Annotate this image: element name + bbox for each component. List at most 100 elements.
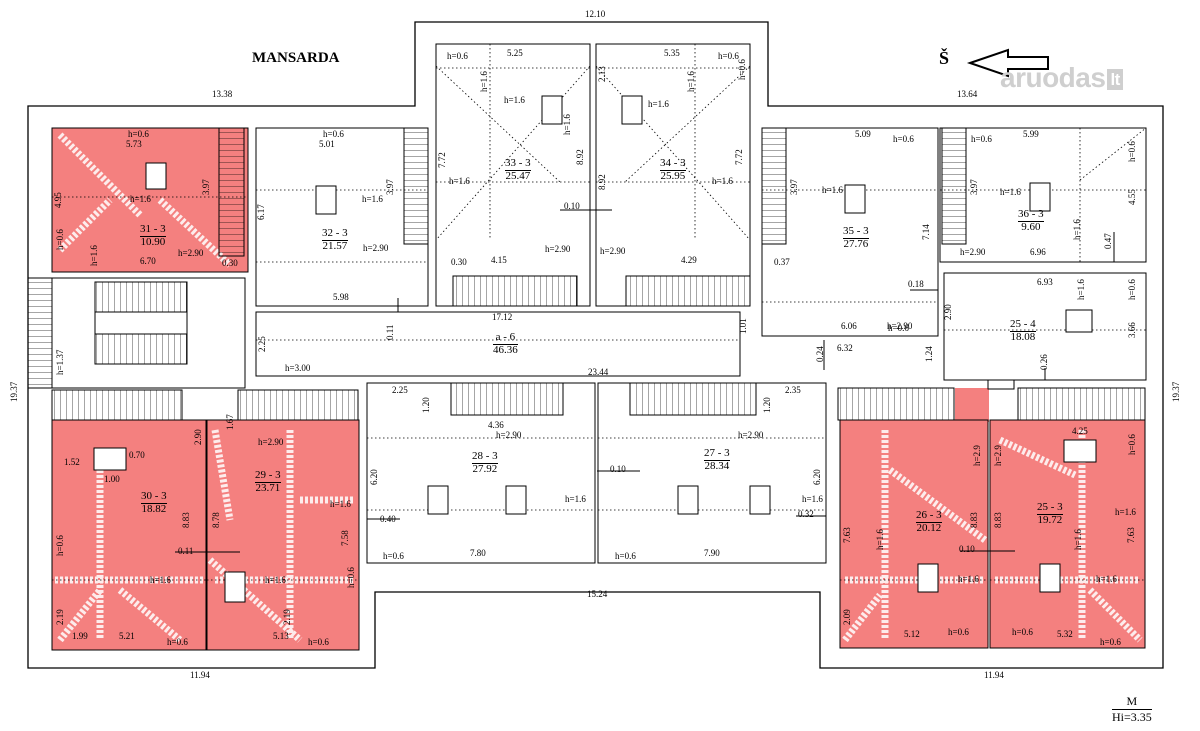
height-mark: h=2.90 xyxy=(545,244,571,254)
vertical-height-mark: h=1.6 xyxy=(1076,279,1086,300)
scale-height: Hi=3.35 xyxy=(1112,710,1152,724)
height-mark: h=1.6 xyxy=(150,575,171,585)
vertical-dimension-label: 3.97 xyxy=(789,179,799,195)
vertical-dimension-label: 6.20 xyxy=(812,469,822,485)
height-mark: h=3.00 xyxy=(285,363,311,373)
height-mark: h=0.6 xyxy=(447,51,468,61)
dimension-label: 0.30 xyxy=(451,257,467,267)
height-mark: h=2.90 xyxy=(178,248,204,258)
dimension-label: 11.94 xyxy=(190,670,210,680)
height-mark: h=2.90 xyxy=(738,430,764,440)
vertical-dimension-label: 2.25 xyxy=(257,336,267,352)
vertical-height-mark: h=0.6 xyxy=(1127,279,1137,300)
scale-note: M Hi=3.35 xyxy=(1112,694,1152,725)
dimension-label: 2.35 xyxy=(785,385,801,395)
height-mark: h=2.90 xyxy=(887,321,913,331)
dimension-label: 6.93 xyxy=(1037,277,1053,287)
vertical-dimension-label: 8.83 xyxy=(969,512,979,528)
dimension-arrows xyxy=(175,209,1115,553)
height-lines xyxy=(52,44,1147,581)
height-mark: h=1.6 xyxy=(712,176,733,186)
height-mark: h=0.6 xyxy=(893,134,914,144)
dimension-label: 4.36 xyxy=(488,420,504,430)
dimension-label: 6.32 xyxy=(837,343,853,353)
height-mark: h=1.6 xyxy=(565,494,586,504)
dimension-label: 13.64 xyxy=(957,89,978,99)
height-mark: h=0.6 xyxy=(323,129,344,139)
dimension-label: 15.24 xyxy=(587,589,608,599)
plan-title: MANSARDA xyxy=(252,50,340,66)
vertical-height-mark: h=0.6 xyxy=(346,567,356,588)
height-mark: h=2.90 xyxy=(600,246,626,256)
vertical-height-mark: h=1.6 xyxy=(1072,219,1082,240)
height-mark: h=1.6 xyxy=(504,95,525,105)
dimension-label: 1.99 xyxy=(72,631,88,641)
highlighted-rooms xyxy=(52,128,1145,650)
vertical-dimension-label: 2.90 xyxy=(193,429,203,445)
dimension-label: 4.15 xyxy=(491,255,507,265)
vertical-dimension-label: 2.19 xyxy=(55,609,65,625)
vertical-height-mark: h=0.6 xyxy=(55,535,65,556)
dimension-label: 0.10 xyxy=(959,544,975,554)
north-label: Š xyxy=(939,48,950,68)
dimension-label: 7.80 xyxy=(470,548,486,558)
vertical-dimension-label: 2.09 xyxy=(842,609,852,625)
height-mark: h=0.6 xyxy=(615,551,636,561)
vertical-dimension-label: 7.58 xyxy=(340,530,350,546)
height-mark: h=1.6 xyxy=(1000,187,1021,197)
vertical-dimension-label: 0.26 xyxy=(1039,354,1049,370)
vertical-dimension-label: 4.55 xyxy=(1127,189,1137,205)
height-mark: h=0.6 xyxy=(948,627,969,637)
height-mark: h=0.6 xyxy=(383,551,404,561)
north-arrow xyxy=(966,48,1049,78)
dimension-label: 5.73 xyxy=(126,139,142,149)
vertical-dimension-label: 0.11 xyxy=(385,324,395,340)
vertical-dimension-label: 2.19 xyxy=(282,609,292,625)
vertical-height-mark: h=2.9 xyxy=(972,445,982,466)
vertical-height-mark: h=1.6 xyxy=(479,71,489,92)
vertical-dimension-label: 19.37 xyxy=(9,381,19,402)
height-mark: h=1.6 xyxy=(958,574,979,584)
height-mark: h=1.6 xyxy=(822,185,843,195)
vertical-dimension-label: 8.92 xyxy=(597,174,607,190)
height-mark: h=1.6 xyxy=(648,99,669,109)
height-mark: h=1.6 xyxy=(362,194,383,204)
vertical-dimension-label: 3.66 xyxy=(1127,322,1137,338)
vertical-height-mark: h=1.6 xyxy=(875,529,885,550)
dimension-label: 5.12 xyxy=(904,629,920,639)
vertical-dimension-label: 1.20 xyxy=(421,397,431,413)
dimension-label: 5.13 xyxy=(273,631,289,641)
stairs xyxy=(27,127,1146,421)
vertical-dimension-label: 7.63 xyxy=(842,527,852,543)
dimension-label: 4.29 xyxy=(681,255,697,265)
vertical-dimension-label: 8.83 xyxy=(993,512,1003,528)
vertical-dimension-label: 2.90 xyxy=(943,304,953,320)
dimension-label: 6.06 xyxy=(841,321,857,331)
pink-texture-strips xyxy=(55,132,1143,643)
vertical-dimension-label: 1.67 xyxy=(225,414,235,430)
watermark-tld: lt xyxy=(1107,68,1123,90)
vertical-dimension-label: 8.83 xyxy=(181,512,191,528)
dimension-label: 6.96 xyxy=(1030,247,1046,257)
vertical-height-mark: h=0.6 xyxy=(737,59,747,80)
vertical-dimension-label: 1.20 xyxy=(762,397,772,413)
vertical-height-mark: h=0.6 xyxy=(1127,434,1137,455)
vertical-dimension-label: 7.14 xyxy=(921,224,931,240)
dimension-label: 0.40 xyxy=(380,514,396,524)
dimension-label: 0.37 xyxy=(774,257,790,267)
vertical-height-mark: h=0.6 xyxy=(1127,141,1137,162)
vertical-dimension-label: 3.97 xyxy=(201,179,211,195)
vertical-dimension-label: 0.24 xyxy=(815,346,825,362)
dimension-label: 0.70 xyxy=(129,450,145,460)
